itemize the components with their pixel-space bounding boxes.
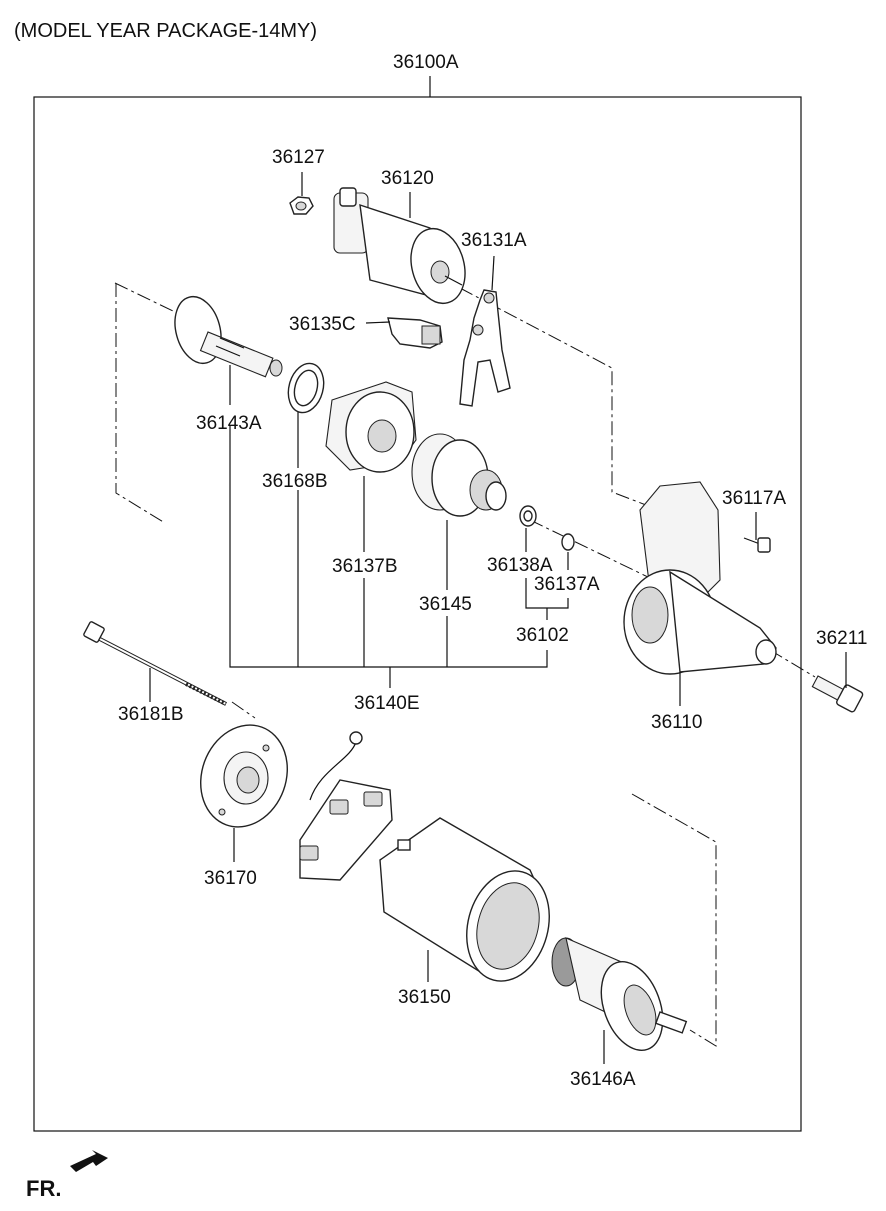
label-36150[interactable]: 36150: [398, 987, 451, 1008]
label-36131A[interactable]: 36131A: [461, 230, 527, 251]
label-36138A[interactable]: 36138A: [487, 555, 553, 576]
front-arrow-icon: [70, 1150, 108, 1172]
model-year-note: (MODEL YEAR PACKAGE-14MY): [14, 20, 317, 42]
shaft-36143A[interactable]: [168, 291, 283, 378]
label-36145[interactable]: 36145: [419, 594, 472, 615]
housing-36137B[interactable]: [325, 381, 417, 473]
label-36170[interactable]: 36170: [204, 868, 257, 889]
plate-36135C[interactable]: [387, 317, 443, 349]
ring-36137A[interactable]: [561, 533, 575, 551]
ring-36138A[interactable]: [519, 505, 537, 527]
label-36100A[interactable]: 36100A: [393, 52, 459, 73]
brush-holder: [299, 731, 393, 881]
bracket-36140E: [229, 425, 548, 688]
label-36135C[interactable]: 36135C: [289, 314, 356, 335]
centerlines: [114, 282, 816, 1047]
yoke-36150[interactable]: [379, 817, 561, 990]
assembly-frame: [33, 96, 802, 1132]
label-36137B[interactable]: 36137B: [332, 556, 398, 577]
bolt-36211[interactable]: [811, 675, 864, 713]
ring-36168B[interactable]: [283, 359, 329, 416]
leader-36131A: [491, 255, 495, 291]
lever-36131A[interactable]: [459, 289, 511, 407]
label-36117A[interactable]: 36117A: [722, 488, 786, 509]
label-36168B[interactable]: 36168B: [262, 471, 328, 492]
label-36143A[interactable]: 36143A: [196, 413, 262, 434]
solenoid-36120[interactable]: [333, 187, 473, 309]
label-36137A[interactable]: 36137A: [534, 574, 600, 595]
through-bolt-36181B[interactable]: [83, 621, 227, 706]
screw-36117A[interactable]: [743, 537, 771, 553]
front-direction-label: FR.: [26, 1176, 61, 1201]
label-36110[interactable]: 36110: [651, 712, 702, 733]
nut-36127[interactable]: [289, 196, 314, 215]
label-36120[interactable]: 36120: [381, 168, 434, 189]
leader-36135C: [365, 321, 391, 324]
armature-36146A[interactable]: [551, 937, 688, 1059]
label-36211[interactable]: 36211: [816, 628, 867, 649]
front-housing-36110[interactable]: [623, 481, 777, 675]
end-cover-36170[interactable]: [187, 713, 302, 839]
label-36146A[interactable]: 36146A: [570, 1069, 636, 1090]
label-36127[interactable]: 36127: [272, 147, 325, 168]
clutch-36145[interactable]: [411, 433, 507, 517]
label-36102[interactable]: 36102: [516, 625, 569, 646]
label-36140E[interactable]: 36140E: [354, 693, 420, 714]
label-36181B[interactable]: 36181B: [118, 704, 184, 725]
